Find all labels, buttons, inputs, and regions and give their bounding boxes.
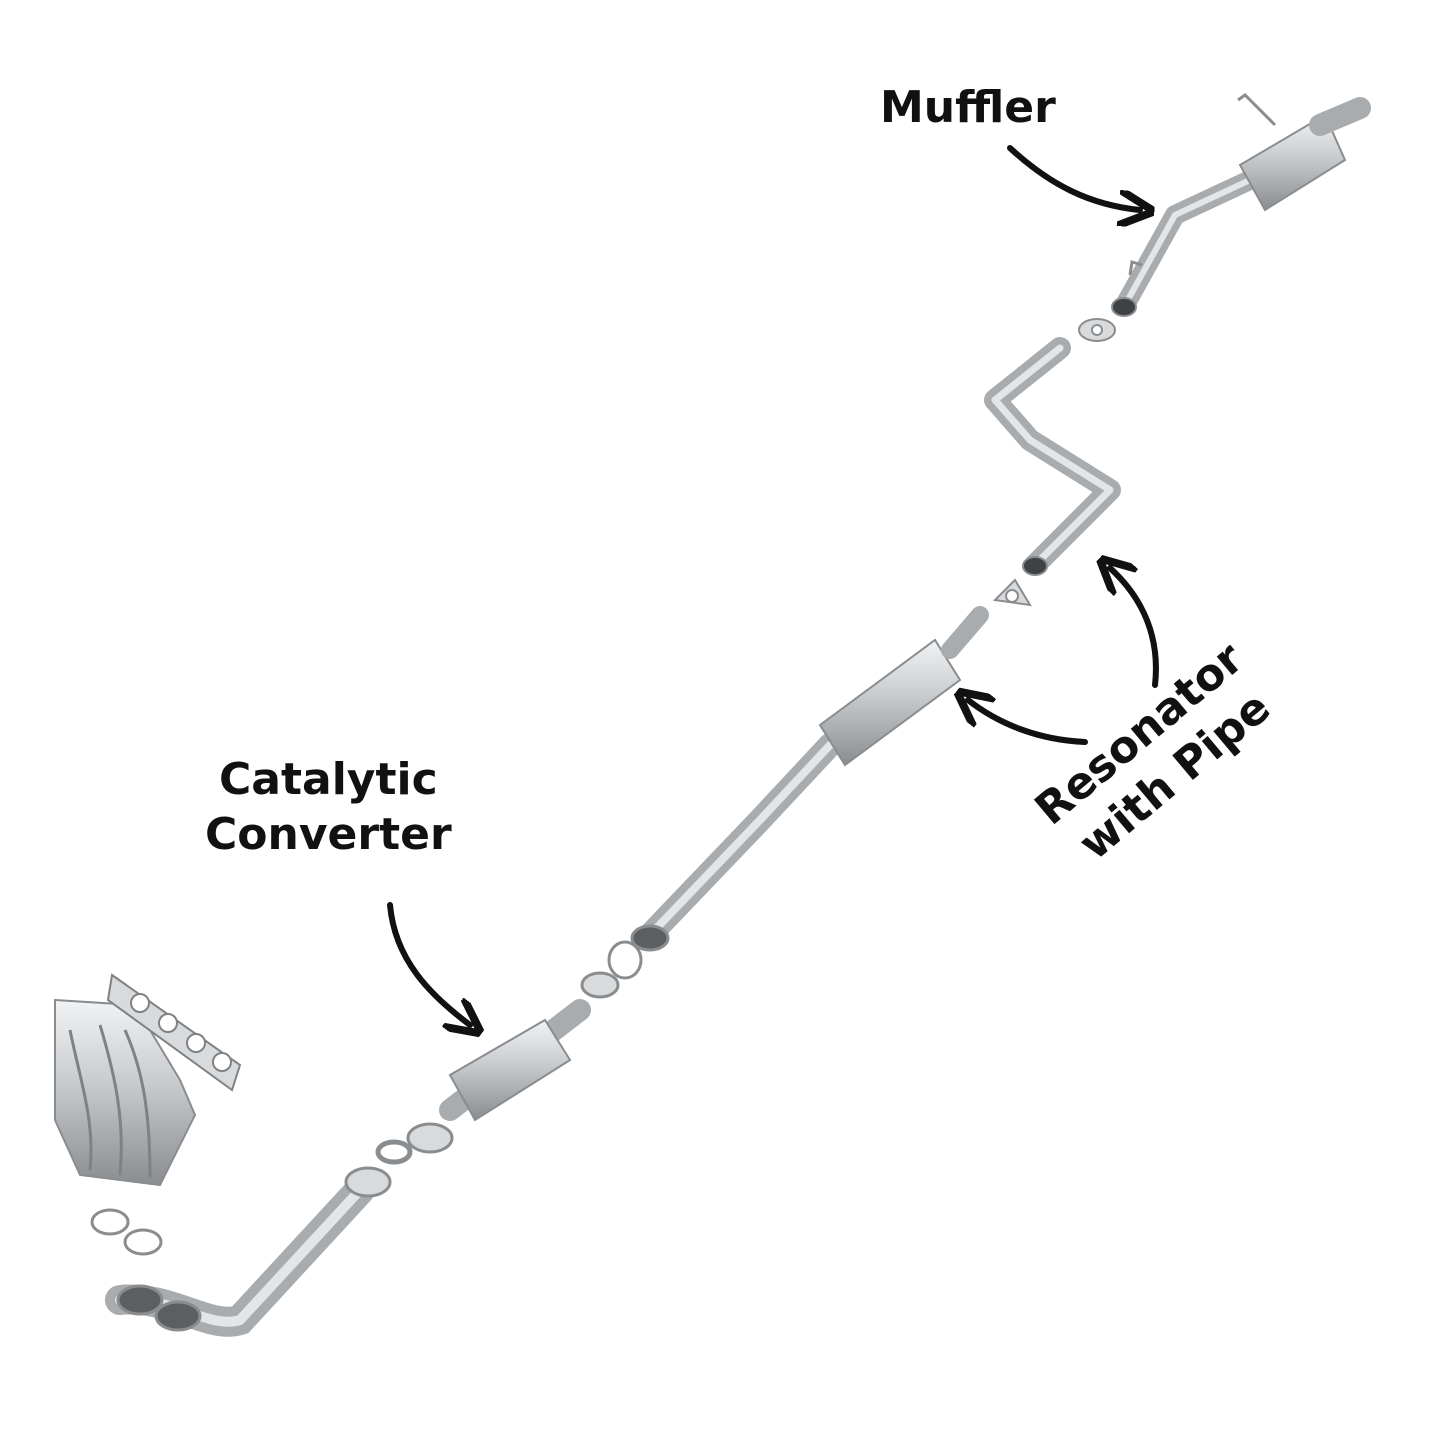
front-pipe [105, 1166, 392, 1337]
catalytic-label-line-2: Converter [205, 809, 452, 860]
manifold-gasket [106, 973, 242, 1092]
ring-gasket [607, 940, 643, 980]
resonator-with-pipe [630, 606, 989, 952]
catalytic-converter-label: Catalytic Converter [205, 752, 452, 862]
mid-gasket [1078, 318, 1116, 342]
catalytic-converter-arrow [387, 902, 470, 1025]
muffler-label: Muffler [880, 80, 1056, 135]
catalytic-gaskets [375, 1122, 454, 1165]
hanger-gasket [992, 578, 1032, 607]
muffler-assembly [1111, 93, 1371, 317]
catalytic-converter [439, 971, 620, 1122]
muffler-arrow [1007, 145, 1140, 210]
exhaust-manifold [54, 998, 197, 1187]
manifold-ring-gaskets [90, 1208, 163, 1256]
muffler-label-text: Muffler [880, 82, 1056, 133]
pipe-arrow [1110, 568, 1159, 688]
resonator-arrow [968, 700, 1088, 745]
mid-pipe [984, 337, 1121, 576]
catalytic-label-line-1: Catalytic [218, 754, 438, 805]
